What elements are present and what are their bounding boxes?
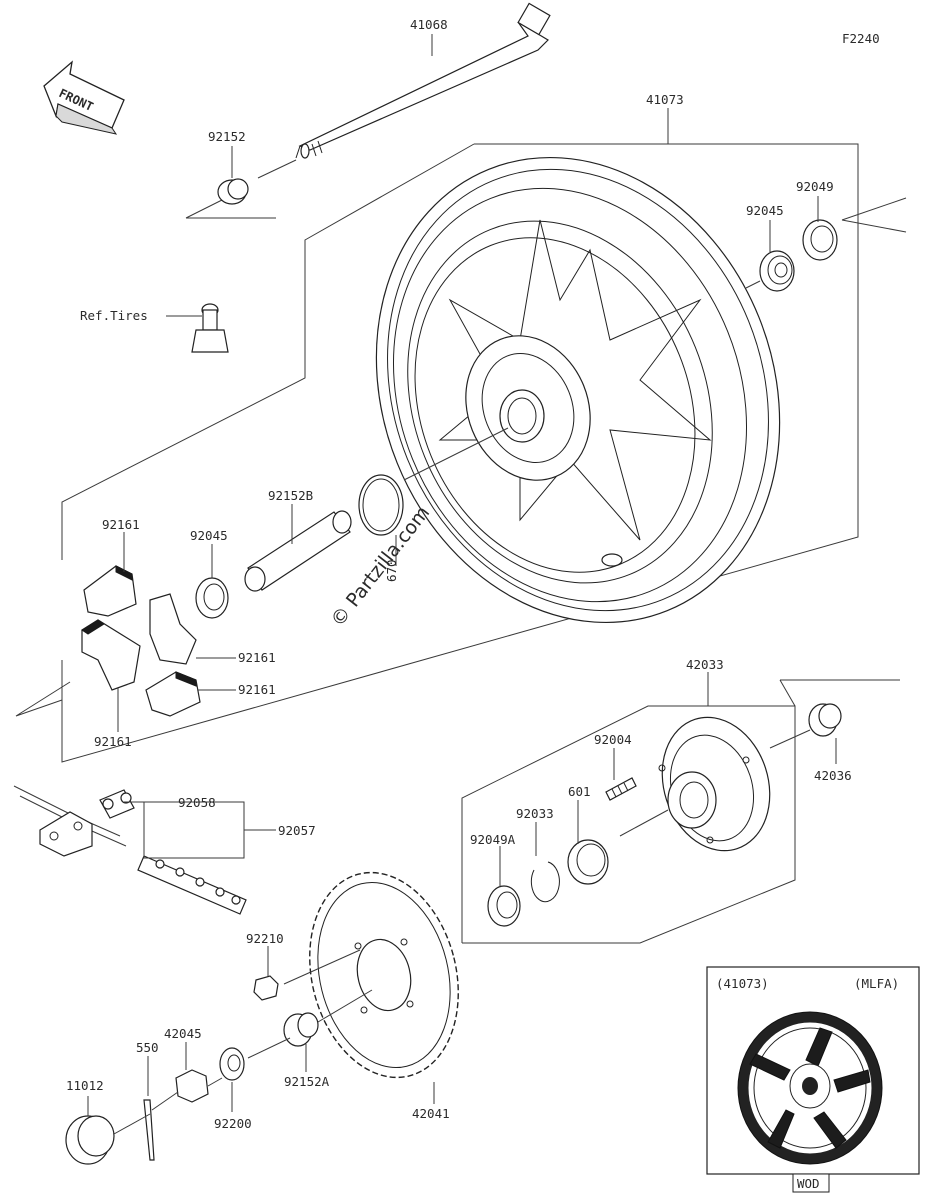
inset-color-label: WOD <box>797 1176 820 1191</box>
collar-92152A <box>283 1012 319 1047</box>
circlip-92033 <box>530 861 560 903</box>
assembly-boundary-lines <box>15 143 907 944</box>
damper-92161-upper <box>83 565 137 617</box>
label-leader-lines <box>87 34 837 1116</box>
label-42033: 42033 <box>686 657 724 672</box>
damper-92161-right-upper <box>149 593 197 665</box>
label-92004: 92004 <box>594 732 632 747</box>
seal-92049A <box>487 885 521 927</box>
label-92049A: 92049A <box>470 832 516 847</box>
bearing-92045-mid <box>195 577 229 619</box>
inset-wheel-variant: (41073) (MLFA) WOD <box>706 966 920 1193</box>
label-ref-tires: Ref.Tires <box>80 308 148 323</box>
stud-92004 <box>605 777 637 801</box>
damper-92161-right-lower <box>145 671 201 717</box>
front-direction-arrow: FRONT <box>43 60 125 135</box>
label-92049: 92049 <box>796 179 834 194</box>
axle-41068 <box>257 2 551 179</box>
washer-92200 <box>219 1047 245 1081</box>
bearing-601 <box>567 839 609 885</box>
label-92161-d: 92161 <box>94 734 132 749</box>
drive-chain-92057 <box>137 855 247 915</box>
label-670: 670 <box>384 559 399 582</box>
label-92045-mid: 92045 <box>190 528 228 543</box>
label-550: 550 <box>136 1040 159 1055</box>
label-92200: 92200 <box>214 1116 252 1131</box>
diagram-code: F2240 <box>842 31 880 46</box>
cap-11012 <box>65 1113 151 1165</box>
valve-stem <box>191 303 229 353</box>
label-601: 601 <box>568 784 591 799</box>
label-92045-top: 92045 <box>746 203 784 218</box>
coupling-42033 <box>658 716 771 852</box>
nut-92210 <box>253 975 279 1001</box>
cotter-pin-550 <box>143 1091 179 1161</box>
inset-variant-label: (MLFA) <box>854 976 899 991</box>
label-92152A: 92152A <box>284 1074 330 1089</box>
label-92152B: 92152B <box>268 488 313 503</box>
collar-42036 <box>808 703 842 737</box>
damper-92161-left-lower <box>81 619 141 691</box>
label-92161-a: 92161 <box>102 517 140 532</box>
label-92152: 92152 <box>208 129 246 144</box>
rear-sprocket-42041 <box>309 871 459 1079</box>
castle-nut-42045 <box>175 1069 223 1103</box>
label-41073: 41073 <box>646 92 684 107</box>
bearing-92045-top <box>759 250 795 292</box>
label-11012: 11012 <box>66 1078 104 1093</box>
inset-part-label: (41073) <box>716 976 769 991</box>
label-42045: 42045 <box>164 1026 202 1041</box>
label-41068: 41068 <box>410 17 448 32</box>
label-42041: 42041 <box>412 1106 450 1121</box>
o-ring-670 <box>358 474 404 536</box>
seal-92049 <box>802 219 838 261</box>
label-92210: 92210 <box>246 931 284 946</box>
rear-wheel-41073 <box>375 156 781 624</box>
label-92057: 92057 <box>278 823 316 838</box>
label-42036: 42036 <box>814 768 852 783</box>
part-labels: 41068 41073 92152 92049 92045 Ref.Tires … <box>66 17 852 1131</box>
label-92161-c: 92161 <box>238 682 276 697</box>
collar-92152 <box>217 178 249 205</box>
collar-92152B <box>244 510 352 592</box>
chain-joint-92058 <box>13 785 135 857</box>
label-92033: 92033 <box>516 806 554 821</box>
label-92058: 92058 <box>178 795 216 810</box>
inset-color-box <box>792 1173 830 1193</box>
label-92161-b: 92161 <box>238 650 276 665</box>
